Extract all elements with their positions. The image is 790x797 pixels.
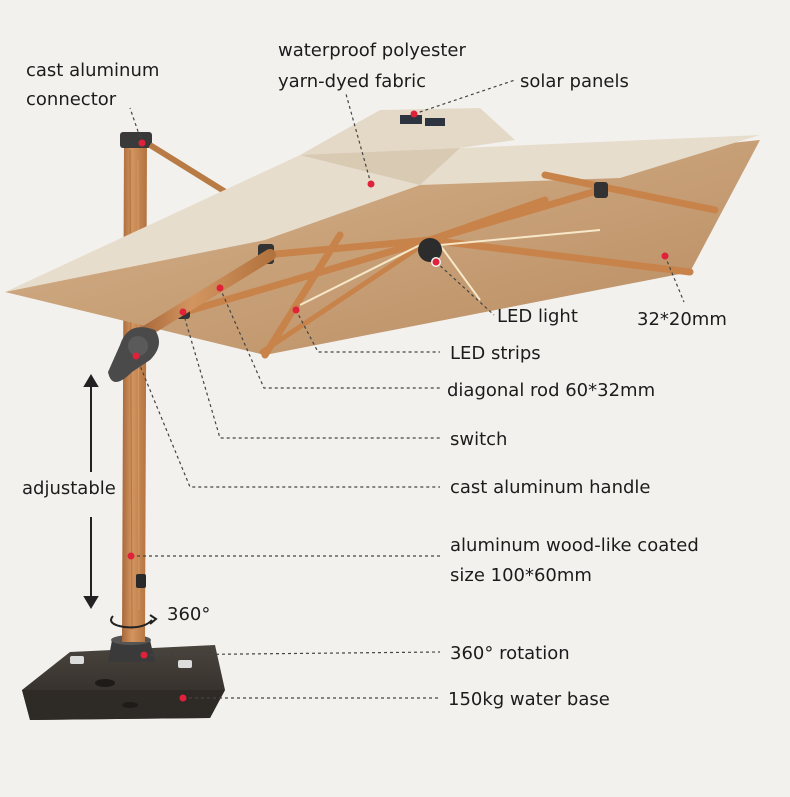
marker-diagonal-rod (216, 284, 224, 292)
marker-switch (179, 308, 187, 316)
label-rotation: 360° rotation (450, 643, 570, 664)
label-switch: switch (450, 429, 508, 450)
led-strips (299, 229, 601, 306)
diagonal-rod (134, 249, 276, 341)
label-rotation-small: 360° (167, 604, 211, 625)
marker-solar (410, 110, 418, 118)
connector-arm (148, 142, 234, 199)
label-fabric-line1: waterproof polyester (278, 40, 466, 61)
marker-handle (132, 352, 140, 360)
label-solar-panels: solar panels (520, 71, 629, 92)
marker-base (179, 694, 187, 702)
solar-panels (400, 115, 445, 126)
ribs (181, 171, 719, 359)
adjustable-arrows (83, 374, 99, 609)
label-led-strips: LED strips (450, 343, 541, 364)
marker-fabric (367, 180, 375, 188)
label-handle: cast aluminum handle (450, 477, 651, 498)
marker-rib (661, 252, 669, 260)
leader-lines (129, 79, 685, 699)
marker-connector (138, 139, 146, 147)
label-connector-line1: cast aluminum (26, 60, 160, 81)
marker-rotation (140, 651, 148, 659)
water-base (22, 645, 225, 720)
label-connector-line2: connector (26, 89, 117, 110)
marker-pole (127, 552, 135, 560)
label-led-light: LED light (497, 306, 578, 327)
label-pole-line2: size 100*60mm (450, 565, 592, 586)
pole (120, 132, 152, 642)
markers (127, 110, 669, 702)
label-pole-line1: aluminum wood-like coated (450, 535, 699, 556)
label-diagonal-rod: diagonal rod 60*32mm (447, 380, 656, 401)
marker-led-light (432, 258, 440, 266)
label-water-base: 150kg water base (448, 689, 610, 710)
label-fabric-line2: yarn-dyed fabric (278, 71, 427, 92)
label-adjustable: adjustable (22, 478, 116, 499)
marker-led-strips (292, 306, 300, 314)
canopy-top (5, 108, 760, 292)
rotation-arrow (110, 614, 158, 629)
label-rib-size: 32*20mm (637, 309, 727, 330)
